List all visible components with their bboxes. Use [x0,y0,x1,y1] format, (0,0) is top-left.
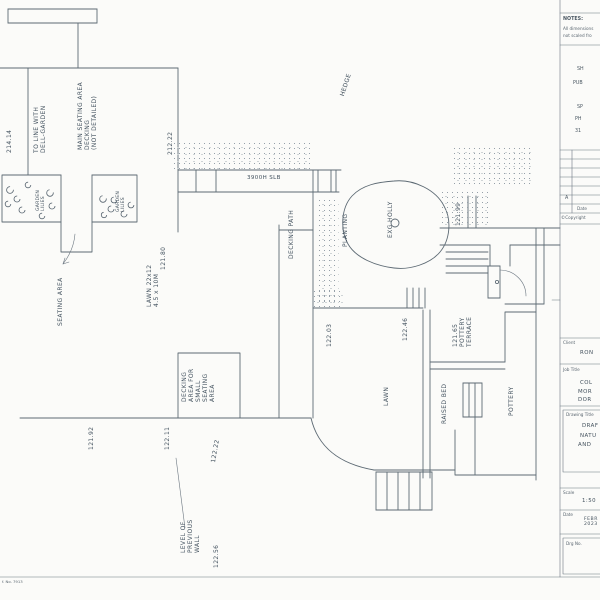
gravel-texture [172,141,310,169]
label-sleeper-wall: 3900H SLB [247,175,281,181]
dimension-212-22: 212.22 [167,131,174,155]
job-title-line: DOR [578,397,592,403]
gravel-texture [440,190,490,226]
date-label: Date [563,512,574,517]
dimension-122-56: 122.56 [213,544,220,568]
job-title-label: Job Title [563,367,580,372]
firm-info-line: 31 [575,129,582,134]
sheet-footer-ref: f. No. 7913 [2,579,23,584]
notes-line: All dimensions [563,26,594,31]
drawing-title-line: AND [578,442,592,448]
drawing-title-line: NATU [580,433,597,439]
client-label: Client [563,340,576,345]
firm-info-line: SH [577,67,584,72]
note-lawn-size: LAWN 22x12 4.5 x 10M [146,264,160,307]
label-pottery-terrace: 121.65 POTTERY TERRACE [452,316,473,347]
date-value: FEBR 2023 [584,517,598,528]
label-lawn: LAWN [383,386,390,406]
note-decking-small-seating: DECKING AREA FOR SMALL SEATING AREA [181,368,216,402]
label-garden-lilies-left: GARDEN LILIES [36,190,47,211]
client-value: RON [580,350,594,356]
scale-label: Scale [563,490,575,495]
job-title-line: MOR [578,389,593,395]
revision-date-header: Date [577,206,588,211]
gravel-texture [452,146,532,186]
label-existing-holly: EXG HOLLY [387,201,394,238]
dimension-214-14: 214.14 [6,129,13,153]
drg-no-label: Drg No. [566,541,582,546]
label-seating-area: SEATING AREA [57,277,64,326]
dimension-122-03: 122.03 [326,323,333,347]
note-to-line-with-dell-garden: TO LINE WITH DELL-GARDEN [33,105,47,153]
dimension-122-11: 122.11 [164,426,171,450]
dimension-121-80: 121.80 [160,246,167,270]
label-raised-bed: RAISED BED [441,383,448,424]
dimension-121-92: 121.92 [88,426,95,450]
firm-info-line: PH [575,117,582,122]
copyright-note: ©Copyright [561,215,586,220]
gravel-texture [312,289,344,307]
job-title-line: COL [580,380,593,386]
label-garden-lilies-right: GARDEN LILIES [116,191,127,212]
label-decking-path: DECKING PATH [288,209,295,259]
notes-line: not scaled fro [563,33,592,38]
drawing-title-line: DRAF [582,423,599,429]
note-level-of-previous-wall: LEVEL OF PREVIOUS WALL [180,519,201,553]
dimension-122-46: 122.46 [402,317,409,341]
scale-value: 1:50 [582,498,597,504]
dimension-121-99: 121.99 [455,202,462,226]
firm-info-line: SP [577,105,583,110]
firm-info-line: PUB [573,81,583,86]
notes-title: NOTES: [563,17,584,22]
label-planting: PLANTING [342,213,349,247]
label-pottery: POTTERY [508,386,515,416]
gravel-texture [317,198,339,304]
note-main-seating-area: MAIN SEATING AREA DECKING (NOT DETAILED) [77,81,98,150]
revision-letter: A [565,196,569,201]
drawing-title-label: Drawing Title [566,412,594,417]
